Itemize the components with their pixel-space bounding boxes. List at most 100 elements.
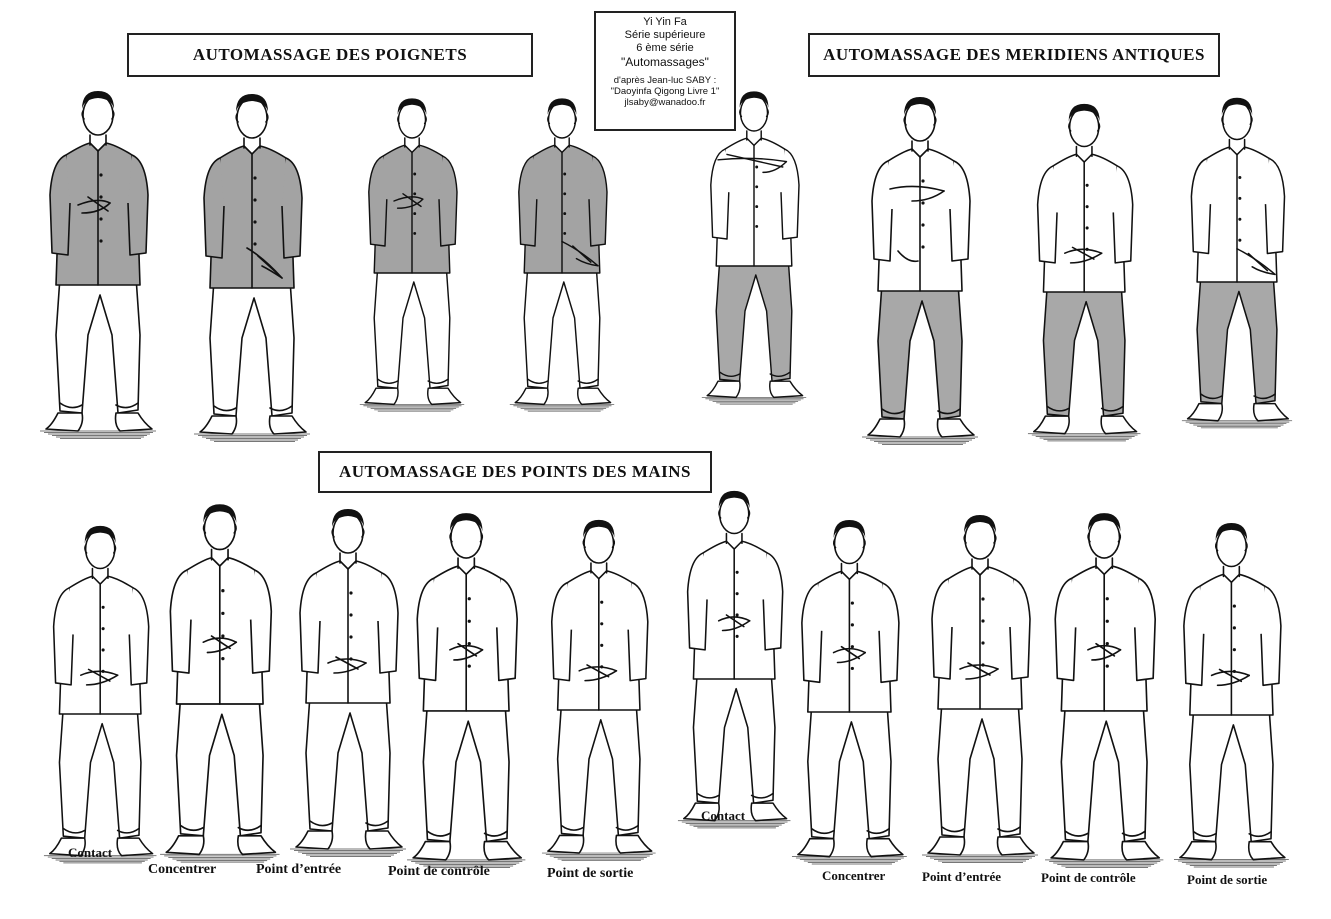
caption-right-point-controle: Point de contrôle [1041,870,1136,885]
pants [1189,706,1274,843]
head [331,509,365,554]
ground-shadow [1045,859,1164,869]
pants [373,265,451,389]
shoes [927,836,1035,856]
ground-shadow [43,855,157,864]
shoes [682,802,788,822]
pants [1042,283,1126,417]
head [963,515,997,560]
head [832,519,866,565]
info-line4: "Automassages" [621,55,709,69]
ground-shadow [359,403,465,412]
caption-right-concentrer: Concentrer [822,868,886,883]
hands [832,645,867,664]
pants [877,282,963,420]
info-line1: Yi Yin Fa [643,16,687,28]
ground-shadow [194,433,310,442]
caption-left-point-entree: Point d’entrée [256,862,342,877]
ground-shadow [791,856,907,865]
figure-1 [40,91,156,439]
head [903,97,937,142]
figure-4 [509,98,615,412]
title-points-mains: AUTOMASSAGE DES POINTS DES MAINS [318,451,712,493]
info-box: Yi Yin Fa Série supérieure 6 ème série "… [594,11,736,131]
info-line6: "Daoyinfa Qigong Livre 1" [610,86,720,97]
pants [422,702,510,843]
hands [449,642,484,661]
figure-2 [194,94,310,442]
ground-shadow [290,848,406,857]
ground-shadow [1173,859,1289,868]
head [449,513,484,559]
figure-8 [1181,97,1293,429]
hands [202,635,238,654]
caption-left-concentrer: Concentrer [148,862,217,877]
figure-9 [43,525,157,864]
pants [715,258,793,382]
pants [692,670,776,804]
hands [327,656,367,674]
caption-left-point-sortie: Point de sortie [547,866,634,881]
head [547,98,577,139]
hands [77,196,111,214]
title-poignets: AUTOMASSAGE DES POIGNETS [127,33,533,77]
info-line7: jlsaby@wanadoo.fr [624,97,706,108]
shoes [547,834,653,854]
ground-shadow [509,403,615,412]
pants [209,279,295,417]
head [202,504,237,551]
caption-right-point-entree: Point d’entrée [922,869,1002,884]
figure-18 [1173,522,1289,868]
hands [1064,246,1103,264]
ground-shadow [701,396,807,405]
hands [717,153,788,174]
ground-shadow [862,436,978,445]
hands [1087,642,1122,661]
head [1221,97,1253,141]
pants [305,694,391,832]
info-line3: 6 ème série [636,42,694,54]
hands [1236,247,1276,276]
caption-right-contact: Contact [701,808,746,823]
figure-17 [1045,513,1164,869]
hands [246,247,283,279]
head [81,91,115,136]
ground-shadow [677,820,791,829]
shoes [45,412,153,432]
head [84,525,117,570]
hands [561,240,599,267]
head [1068,103,1101,148]
shoes [48,837,154,857]
figure-5 [701,91,807,405]
shoes [1032,415,1138,435]
figure-14 [677,490,791,829]
shoes [165,835,277,856]
shoes [1186,402,1290,422]
hands [889,185,945,263]
figure-7 [1027,103,1141,442]
figure-12 [407,513,526,869]
head [718,490,751,535]
pants [807,703,892,840]
pants [1060,702,1148,843]
shoes [412,840,523,861]
figure-6 [862,97,978,445]
pants [58,705,142,839]
info-line2: Série supérieure [624,29,706,41]
shoes [1050,840,1161,861]
figure-15 [791,519,907,865]
pants [1196,273,1278,405]
hands [1210,668,1251,687]
hands [578,664,618,682]
shoes [1179,840,1286,861]
hands [80,668,119,686]
pants [523,265,601,389]
pants [937,700,1023,838]
figure-11 [290,509,406,857]
shoes [706,380,804,399]
ground-shadow [1181,420,1293,429]
figure-10 [160,504,280,863]
hands [393,193,424,209]
pants [556,701,641,837]
ground-shadow [922,854,1038,863]
